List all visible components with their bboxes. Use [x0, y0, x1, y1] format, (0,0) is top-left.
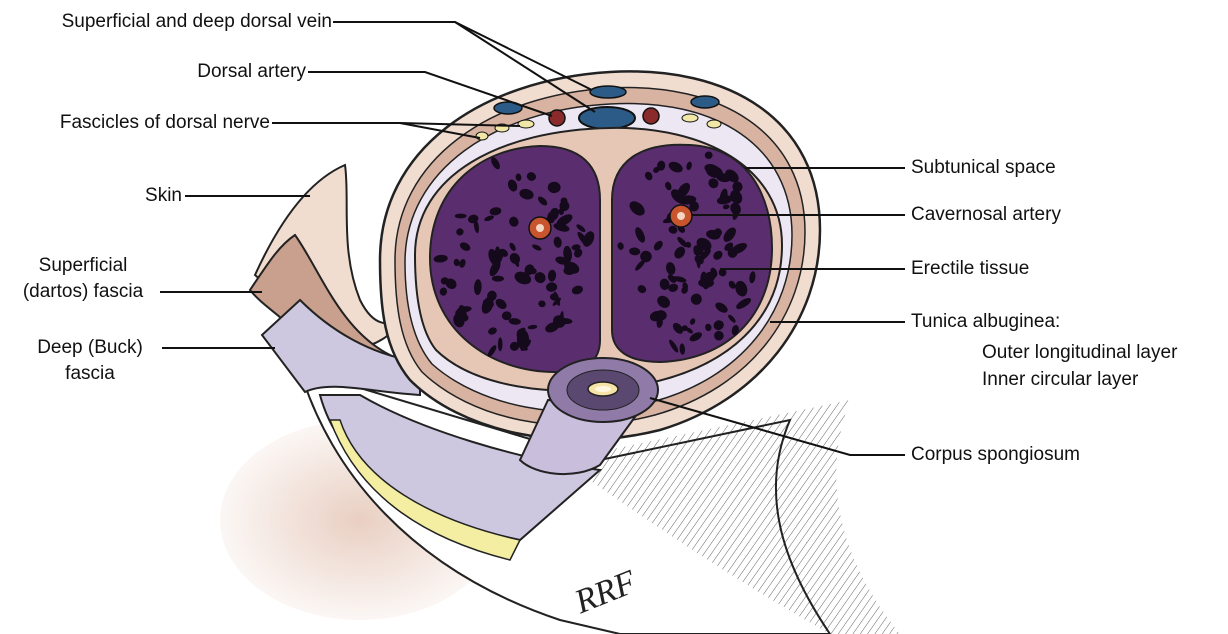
label-tunica-albuginea: Tunica albuginea: [911, 310, 1060, 334]
label-dorsal-artery: Dorsal artery [100, 60, 306, 84]
dorsal-artery-right [643, 108, 659, 124]
dorsal-nerve-fascicle [518, 120, 534, 128]
label-deep-fascia-line2: fascia [20, 362, 160, 386]
label-outer-longitudinal-layer: Outer longitudinal layer [982, 341, 1177, 365]
label-superficial-fascia-line2: (dartos) fascia [10, 280, 156, 304]
label-deep-fascia-line1: Deep (Buck) [20, 336, 160, 360]
superficial-dorsal-vein-center [590, 86, 626, 98]
cavernosal-artery-right-lumen [677, 212, 685, 220]
label-skin: Skin [60, 184, 182, 208]
label-fascicles-dorsal-nerve: Fascicles of dorsal nerve [4, 111, 270, 135]
label-superficial-fascia-line1: Superficial [10, 254, 156, 278]
label-subtunical-space: Subtunical space [911, 156, 1056, 180]
dorsal-nerve-fascicle [476, 132, 488, 140]
label-corpus-spongiosum: Corpus spongiosum [911, 443, 1080, 467]
label-cavernosal-artery: Cavernosal artery [911, 203, 1061, 227]
superficial-dorsal-vein-right [691, 96, 719, 108]
erectile-speckle [455, 214, 467, 219]
dorsal-artery-left [549, 110, 565, 126]
dorsal-nerve-fascicle [682, 114, 698, 122]
deep-dorsal-vein [579, 107, 635, 129]
urethra-lumen [595, 386, 611, 392]
cavernosal-artery-left-lumen [536, 224, 544, 232]
label-inner-circular-layer: Inner circular layer [982, 368, 1138, 392]
dorsal-nerve-fascicle [707, 120, 721, 128]
erectile-speckle [498, 337, 503, 351]
label-superficial-deep-dorsal-vein: Superficial and deep dorsal vein [4, 10, 332, 34]
label-erectile-tissue: Erectile tissue [911, 257, 1029, 281]
